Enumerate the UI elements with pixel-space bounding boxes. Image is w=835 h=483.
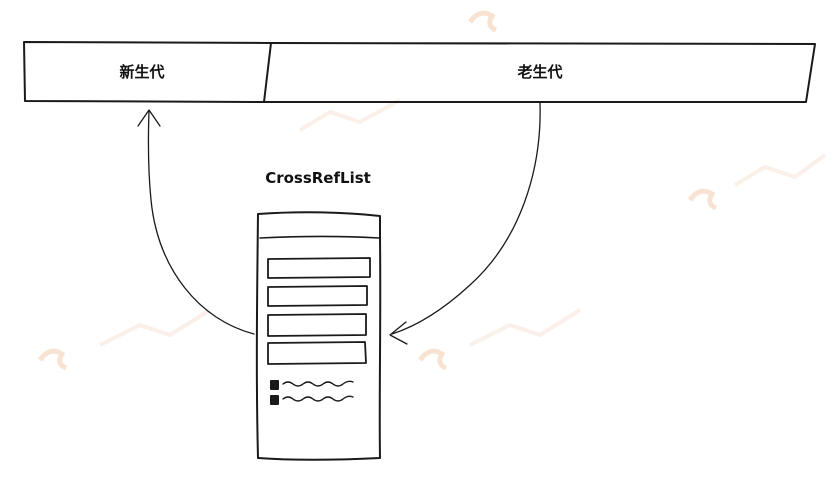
cross-ref-list-label: CrossRefList: [265, 169, 371, 187]
old-gen-label: 老生代: [516, 63, 562, 81]
watermark-logo-2: [417, 308, 582, 371]
arrow-head-young-gen: [137, 109, 161, 127]
arrow-to-young-gen: [147, 110, 255, 335]
watermark-logo-4: [298, 10, 498, 132]
cross-ref-list-server-icon: [255, 211, 382, 461]
old-gen-box: [263, 42, 816, 103]
arrow-head-old-gen: [389, 321, 408, 345]
watermark-logo-3: [687, 153, 827, 211]
arrow-from-old-gen: [391, 102, 541, 335]
watermark-logo-1: [37, 308, 212, 371]
young-gen-label: 新生代: [119, 63, 164, 81]
